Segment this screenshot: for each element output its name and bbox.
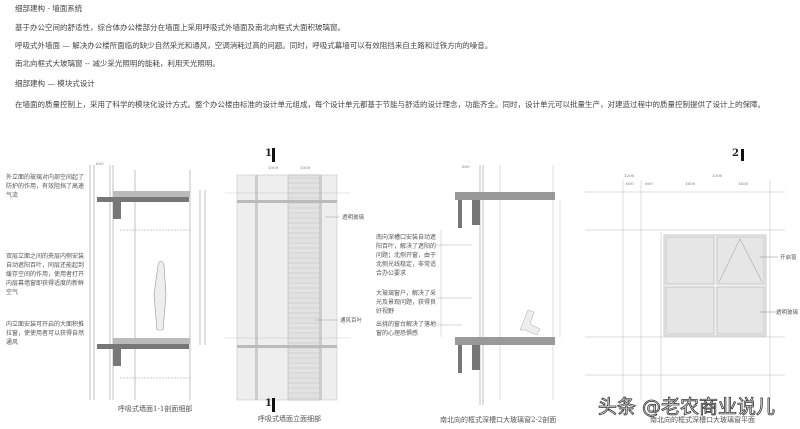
dim-label: 1200 <box>624 173 635 178</box>
annotation-inner-window: 内立面安装可开启的大面积推拉窗，使使用者可以获得自然通风 <box>6 321 85 346</box>
caption-plan-2: 南北向的框式深槽口大玻璃窗平面 <box>650 416 755 424</box>
caption-section-2-2: 南北向的框式深槽口大玻璃窗2-2剖面 <box>440 416 557 424</box>
paragraph-breathing-wall: 呼吸式外墙面 — 解决办公楼所面临的缺少自然采光和通风，空调消耗过高的问题。同时… <box>15 41 493 50</box>
label-clear-glass: 透明玻璃 <box>342 215 365 221</box>
heading-wall-system: 细部建构 - 墙面系统 <box>15 4 83 13</box>
dim-label: 600 <box>96 161 104 166</box>
dim-label: 600 <box>626 181 634 186</box>
annotation-sill: 出挑的窗台解决了落地窗的心理恐惧感 <box>376 321 437 337</box>
dim-label: 1650 <box>738 181 749 186</box>
watermark: 头条 @老农商业说儿 <box>598 396 776 419</box>
section-marker-1-top: 1 <box>265 148 272 159</box>
section-2-2-drawing <box>436 165 561 405</box>
dim-label: 1650 <box>685 181 696 186</box>
dim-label: 1000 <box>300 165 311 170</box>
dim-label: 600 <box>645 181 653 186</box>
annotation-outer-glass: 外立面的玻璃对内部空间起了防护的作用，有效阻挡了高速气流 <box>6 174 85 199</box>
section-marker-2: 2 <box>732 148 739 159</box>
caption-elevation: 呼吸式墙面立面细部 <box>258 415 321 423</box>
label-vent-louver: 通风百叶 <box>340 318 363 324</box>
section-1-1-slabs <box>97 191 190 366</box>
dim-label: 1000 <box>268 165 279 170</box>
dim-label: 600 <box>462 164 470 169</box>
caption-section-1-1: 呼吸式墙面1-1剖面细部 <box>118 405 193 413</box>
heading-modular-design: 细部建构 — 模块式设计 <box>15 79 95 88</box>
paragraph-window: 南北向框式大玻璃窗 -- 减少采光照明的能耗，利用天光照明。 <box>15 59 220 68</box>
annotation-deep-recess: 南向深槽口安装自动遮阳百叶，解决了遮阳的问题；北侧开窗，由于北侧光线稳定，非常适… <box>376 234 437 277</box>
annotation-cavity-louver: 双层立面之间的夹层内侧安装自动遮阳百叶，同层还能起到缓存空间的作用，使用者打开内… <box>6 253 85 296</box>
label-clear-glass: 透明玻璃 <box>776 310 799 316</box>
dim-label: 3300 <box>712 173 723 178</box>
label-openable-window: 开启窗 <box>780 255 797 261</box>
section-marker-1-bottom: 1 <box>265 398 272 409</box>
paragraph-modular: 在墙面的质量控制上，采用了科学的模块化设计方式。整个办公楼由标准的设计单元组成，… <box>15 100 765 109</box>
plan-2-drawing <box>585 149 785 400</box>
annotation-large-window: 大玻璃窗户，解决了采光及景观问题，获得良好视野 <box>376 290 437 315</box>
elevation-drawing <box>225 148 350 412</box>
paragraph-intro: 基于办公空间的舒适性，综合体办公楼部分在墙面上采用呼吸式外墙面及南北向框式大面积… <box>15 23 345 32</box>
